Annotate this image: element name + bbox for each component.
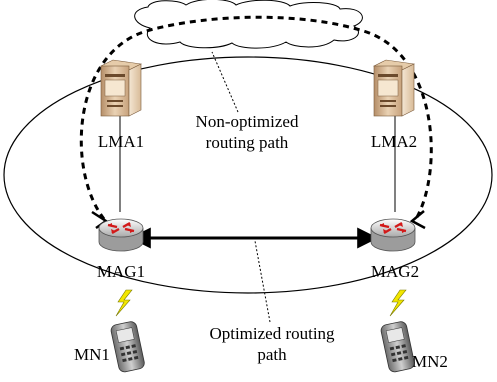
mn1-phone-icon bbox=[110, 321, 145, 373]
lma1-server-icon bbox=[100, 59, 142, 117]
non-optimized-path bbox=[79, 15, 433, 220]
mn2-label: MN2 bbox=[412, 352, 448, 371]
optimized-label-line2: path bbox=[257, 345, 287, 364]
mag2-router-icon bbox=[370, 218, 416, 252]
non-optimized-label-line1: Non-optimized bbox=[195, 112, 299, 131]
mag1-router-icon bbox=[98, 218, 144, 252]
lma1-label: LMA1 bbox=[97, 132, 145, 151]
non-optimized-arrow-right bbox=[409, 210, 426, 230]
callout-non-optimized bbox=[211, 51, 239, 113]
wireless-link-mn1-icon bbox=[115, 289, 133, 317]
lma2-server-icon bbox=[373, 59, 415, 117]
mn2-phone-icon bbox=[380, 321, 415, 373]
lma2-label: LMA2 bbox=[370, 132, 418, 151]
wireless-link-mn2-icon bbox=[389, 289, 407, 317]
optimized-label-line1: Optimized routing bbox=[209, 324, 335, 343]
callout-optimized bbox=[254, 240, 271, 323]
non-optimized-label-line2: routing path bbox=[205, 133, 289, 152]
internet-cloud bbox=[134, 0, 363, 49]
mag1-label: MAG1 bbox=[96, 262, 146, 281]
core-network-ellipse bbox=[3, 56, 493, 294]
mn1-label: MN1 bbox=[74, 345, 110, 364]
mag2-label: MAG2 bbox=[370, 262, 420, 281]
